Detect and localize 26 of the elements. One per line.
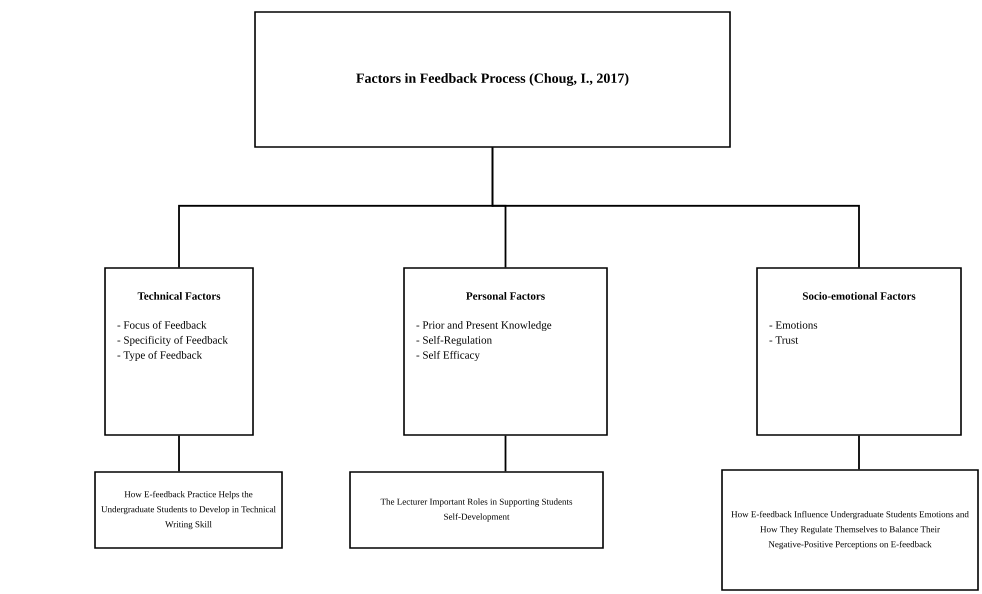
list-item: - Trust xyxy=(769,336,798,344)
list-item: - Type of Feedback xyxy=(117,350,202,361)
factor-box xyxy=(403,267,608,436)
list-item: - Prior and Present Knowledge xyxy=(416,321,552,331)
connector-line xyxy=(858,436,860,470)
list-item: - Focus of Feedback xyxy=(117,320,207,329)
connector-line xyxy=(504,436,506,472)
heading-text: Socio-emotional Factors xyxy=(802,292,916,300)
topic-box xyxy=(94,471,283,549)
list-item: - Self Efficacy xyxy=(416,350,480,361)
topic-box xyxy=(349,471,604,549)
connector-line xyxy=(492,148,860,268)
list-item: - Specificity of Feedback xyxy=(117,336,228,346)
list-item: - Self-Regulation xyxy=(416,336,492,346)
topic-box xyxy=(721,469,979,591)
factor-box xyxy=(104,267,254,436)
title-box xyxy=(254,11,731,148)
factor-box xyxy=(756,267,962,436)
title-text: Factors in Feedback Process (Choug, I., 2017) xyxy=(356,73,628,86)
box-text: The Lecturer Important Roles in Supporting Students Self-Development xyxy=(380,498,572,522)
connector-line xyxy=(178,436,180,472)
box-text: How E-feedback Practice Helps the Undergraduate Students to Develop in Technical Writing Skill xyxy=(101,490,276,530)
box-text: How E-feedback Influence Undergraduate Students Emotions and How They Regulate Themselves to Balance Their Negative-Positive Perceptions on E-feedback xyxy=(731,510,969,550)
heading-text: Technical Factors xyxy=(138,292,220,300)
list-item: - Emotions xyxy=(769,321,818,329)
heading-text: Personal Factors xyxy=(466,292,545,300)
